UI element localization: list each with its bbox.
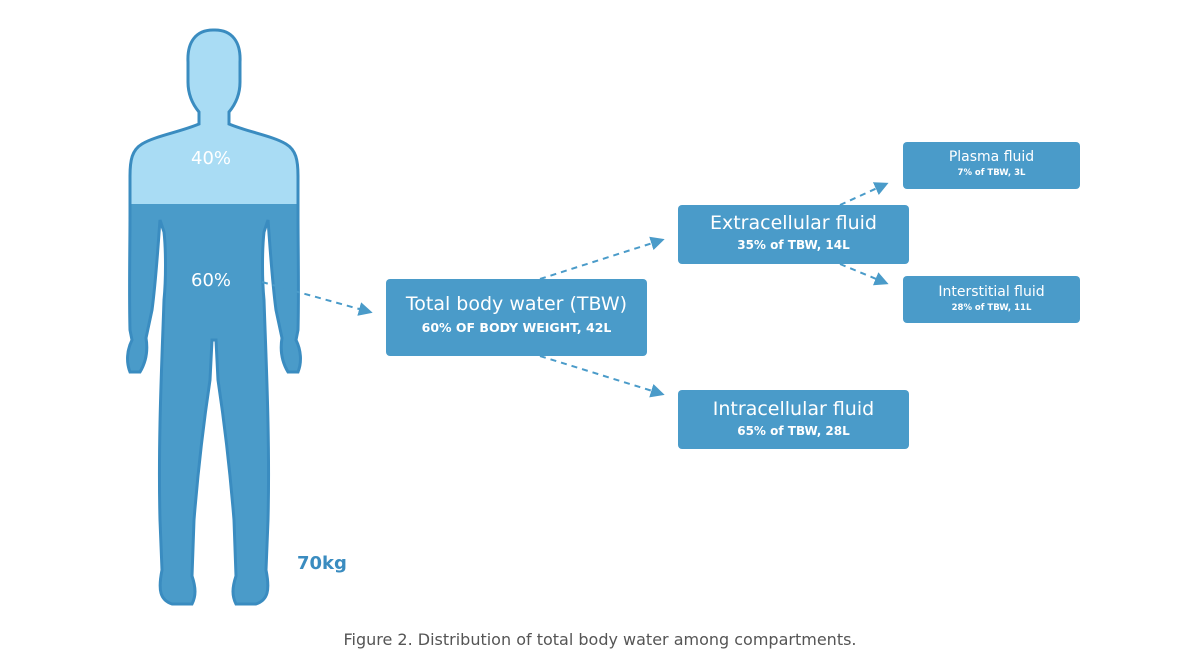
plasma-fluid-sub: 7% of TBW, 3L — [957, 168, 1026, 178]
intracellular-fluid-sub: 65% of TBW, 28L — [737, 424, 850, 438]
total-body-water-sub: 60% OF BODY WEIGHT, 42L — [421, 320, 612, 335]
plasma-fluid-title: Plasma fluid — [948, 149, 1035, 165]
lower-body-percent: 60% — [191, 270, 232, 291]
total-body-water-box: Total body water (TBW) 60% OF BODY WEIGH… — [386, 279, 647, 356]
intracellular-fluid-box: Intracellular fluid 65% of TBW, 28L — [678, 390, 909, 449]
intracellular-fluid-title: Intracellular fluid — [712, 398, 875, 420]
interstitial-fluid-box: Interstitial fluid 28% of TBW, 11L — [903, 276, 1080, 323]
arrow-ecf-to-plasma — [839, 182, 889, 206]
extracellular-fluid-box: Extracellular fluid 35% of TBW, 14L — [678, 205, 909, 264]
body-weight-label: 70kg — [297, 553, 347, 574]
extracellular-fluid-title: Extracellular fluid — [709, 212, 877, 234]
arrow-ecf-to-interstitial — [839, 263, 889, 286]
arrow-tbw-to-icf — [539, 355, 665, 398]
arrow-body-to-tbw — [261, 281, 373, 316]
plasma-fluid-box: Plasma fluid 7% of TBW, 3L — [903, 142, 1080, 189]
interstitial-fluid-title: Interstitial fluid — [938, 284, 1045, 300]
upper-body-percent: 40% — [191, 148, 232, 169]
extracellular-fluid-sub: 35% of TBW, 14L — [737, 238, 850, 252]
arrow-tbw-to-ecf — [539, 236, 665, 280]
human-figure-icon — [126, 28, 302, 606]
interstitial-fluid-sub: 28% of TBW, 11L — [951, 303, 1032, 313]
figure-caption: Figure 2. Distribution of total body wat… — [343, 630, 857, 649]
total-body-water-title: Total body water (TBW) — [405, 293, 628, 315]
